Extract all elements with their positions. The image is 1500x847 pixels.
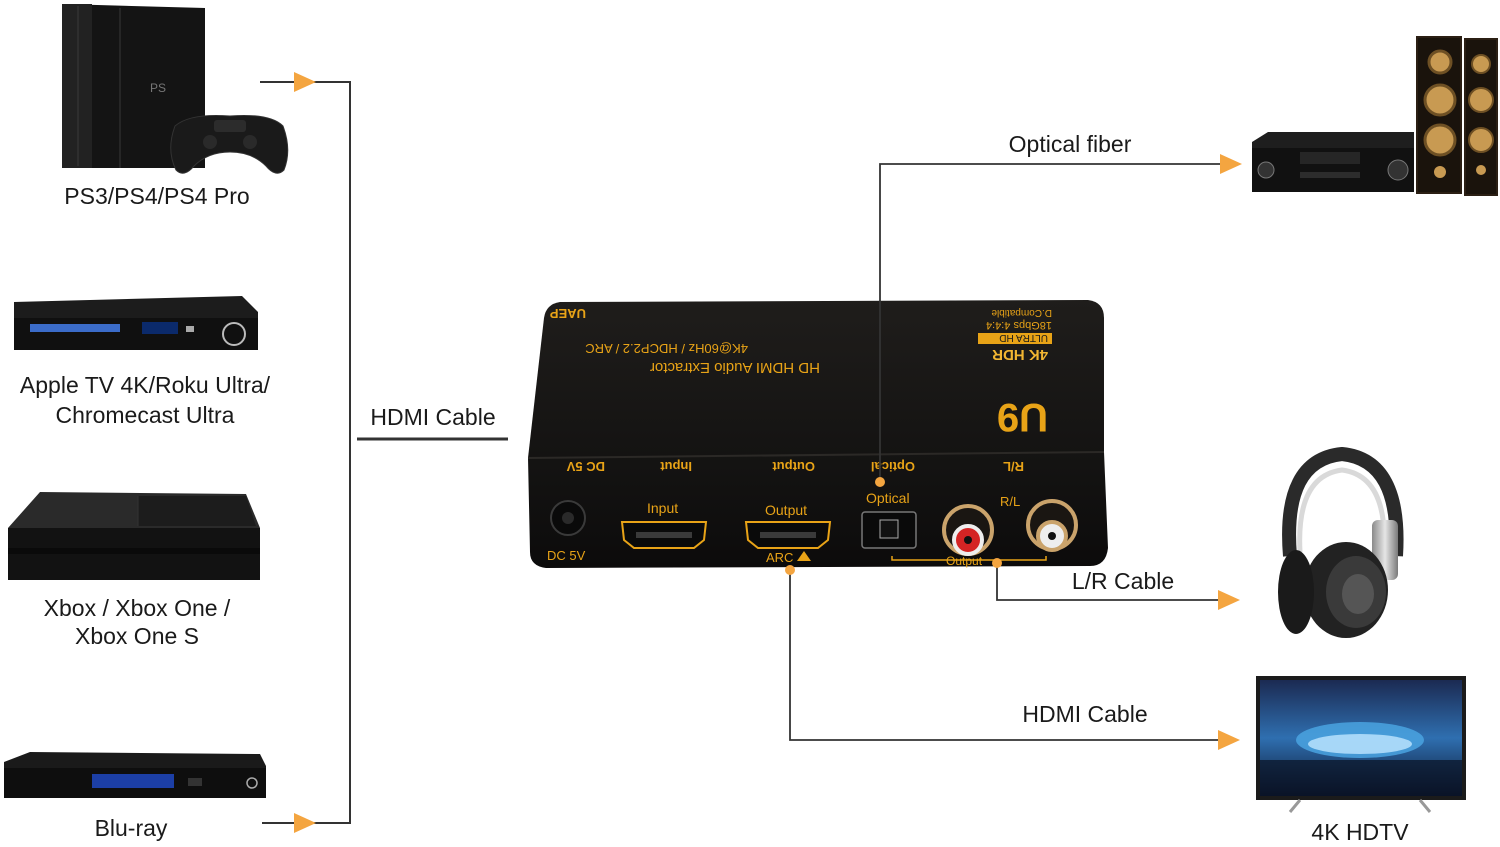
connection-dot <box>875 477 885 487</box>
source-name: Apple TV 4K/Roku Ultra/ <box>19 372 271 398</box>
source-name: Blu-ray <box>94 815 168 841</box>
output-group-bracket <box>891 556 1047 561</box>
arrow-icon <box>1218 730 1240 750</box>
optical-port <box>861 511 917 549</box>
output-hdmi-cable-label: HDMI Cable <box>1022 701 1148 727</box>
source-label-xbox: Xbox / Xbox One / Xbox One S <box>0 594 274 650</box>
hdmi-input-port <box>620 521 708 549</box>
tv-icon <box>1256 676 1466 813</box>
hdmi-output-label: Output <box>765 502 807 518</box>
arrow-icon <box>1220 154 1242 174</box>
input-cable-label: HDMI Cable <box>370 404 496 430</box>
port-label-rear: DC 5V <box>566 459 605 474</box>
arrow-icon <box>294 813 316 833</box>
optical-port-label: Optical <box>866 490 910 506</box>
hdmi-input-label: Input <box>647 500 678 516</box>
arc-triangle-icon <box>797 551 811 561</box>
port-label-rear: Optical <box>871 459 915 474</box>
av-receiver-speakers-icon <box>1252 36 1498 196</box>
connection-dot <box>785 565 795 575</box>
dc-port-label: DC 5V <box>547 548 586 563</box>
svg-text:PS: PS <box>150 81 166 95</box>
port-label-rear: R/L <box>1003 459 1024 474</box>
connection-dot <box>992 558 1002 568</box>
output-group-label: Output <box>946 554 983 568</box>
device-top-text: UAEP 4K@60Hz / HDCP2.2 / ARC HD HDMI Aud… <box>550 306 1052 474</box>
rca-label: R/L <box>1000 494 1020 509</box>
tv-label: 4K HDTV <box>1311 819 1409 845</box>
device-model-text: UAEP <box>550 306 586 321</box>
rca-ports <box>942 499 1078 556</box>
source-name: Xbox / Xbox One / <box>43 595 231 621</box>
output-connector-lines <box>789 163 1222 741</box>
device-spec-text: 4K@60Hz / HDCP2.2 / ARC <box>585 341 748 356</box>
input-connector-lines <box>260 81 508 824</box>
game-console-icon: PS <box>62 4 289 174</box>
source-label-appletv: Apple TV 4K/Roku Ultra/ Chromecast Ultra <box>0 370 290 430</box>
badge-line-text: ULTRA HD <box>999 332 1048 343</box>
arrow-icon <box>294 72 316 92</box>
badge-line-text: 4K HDR <box>992 346 1048 363</box>
bluray-player-icon <box>4 752 266 798</box>
dc-port <box>550 500 586 536</box>
xbox-console-icon <box>8 492 260 580</box>
media-player-icon <box>14 296 258 350</box>
port-label-rear: Output <box>772 459 815 474</box>
source-name-line2: Xbox One S <box>74 623 200 649</box>
lr-cable-label: L/R Cable <box>1071 568 1175 594</box>
hdmi-output-port <box>744 521 832 549</box>
badge-line-text: 18Gbps 4:4:4 <box>986 319 1052 331</box>
source-label-ps4: PS3/PS4/PS4 Pro <box>30 182 284 211</box>
badge-line-text: D.Compatible <box>991 307 1052 318</box>
arrow-icon <box>1218 590 1240 610</box>
optical-cable-label: Optical fiber <box>1008 131 1132 157</box>
source-label-bluray: Blu-ray <box>40 814 222 843</box>
source-name: PS3/PS4/PS4 Pro <box>64 183 250 209</box>
source-name-line2: Chromecast Ultra <box>55 402 235 428</box>
port-label-rear: Input <box>660 459 692 474</box>
arc-label: ARC <box>766 550 793 565</box>
device-title-text: HD HDMI Audio Extractor <box>650 359 820 376</box>
brand-logo-text: U9 <box>997 395 1048 439</box>
headphones-icon <box>1278 446 1404 638</box>
